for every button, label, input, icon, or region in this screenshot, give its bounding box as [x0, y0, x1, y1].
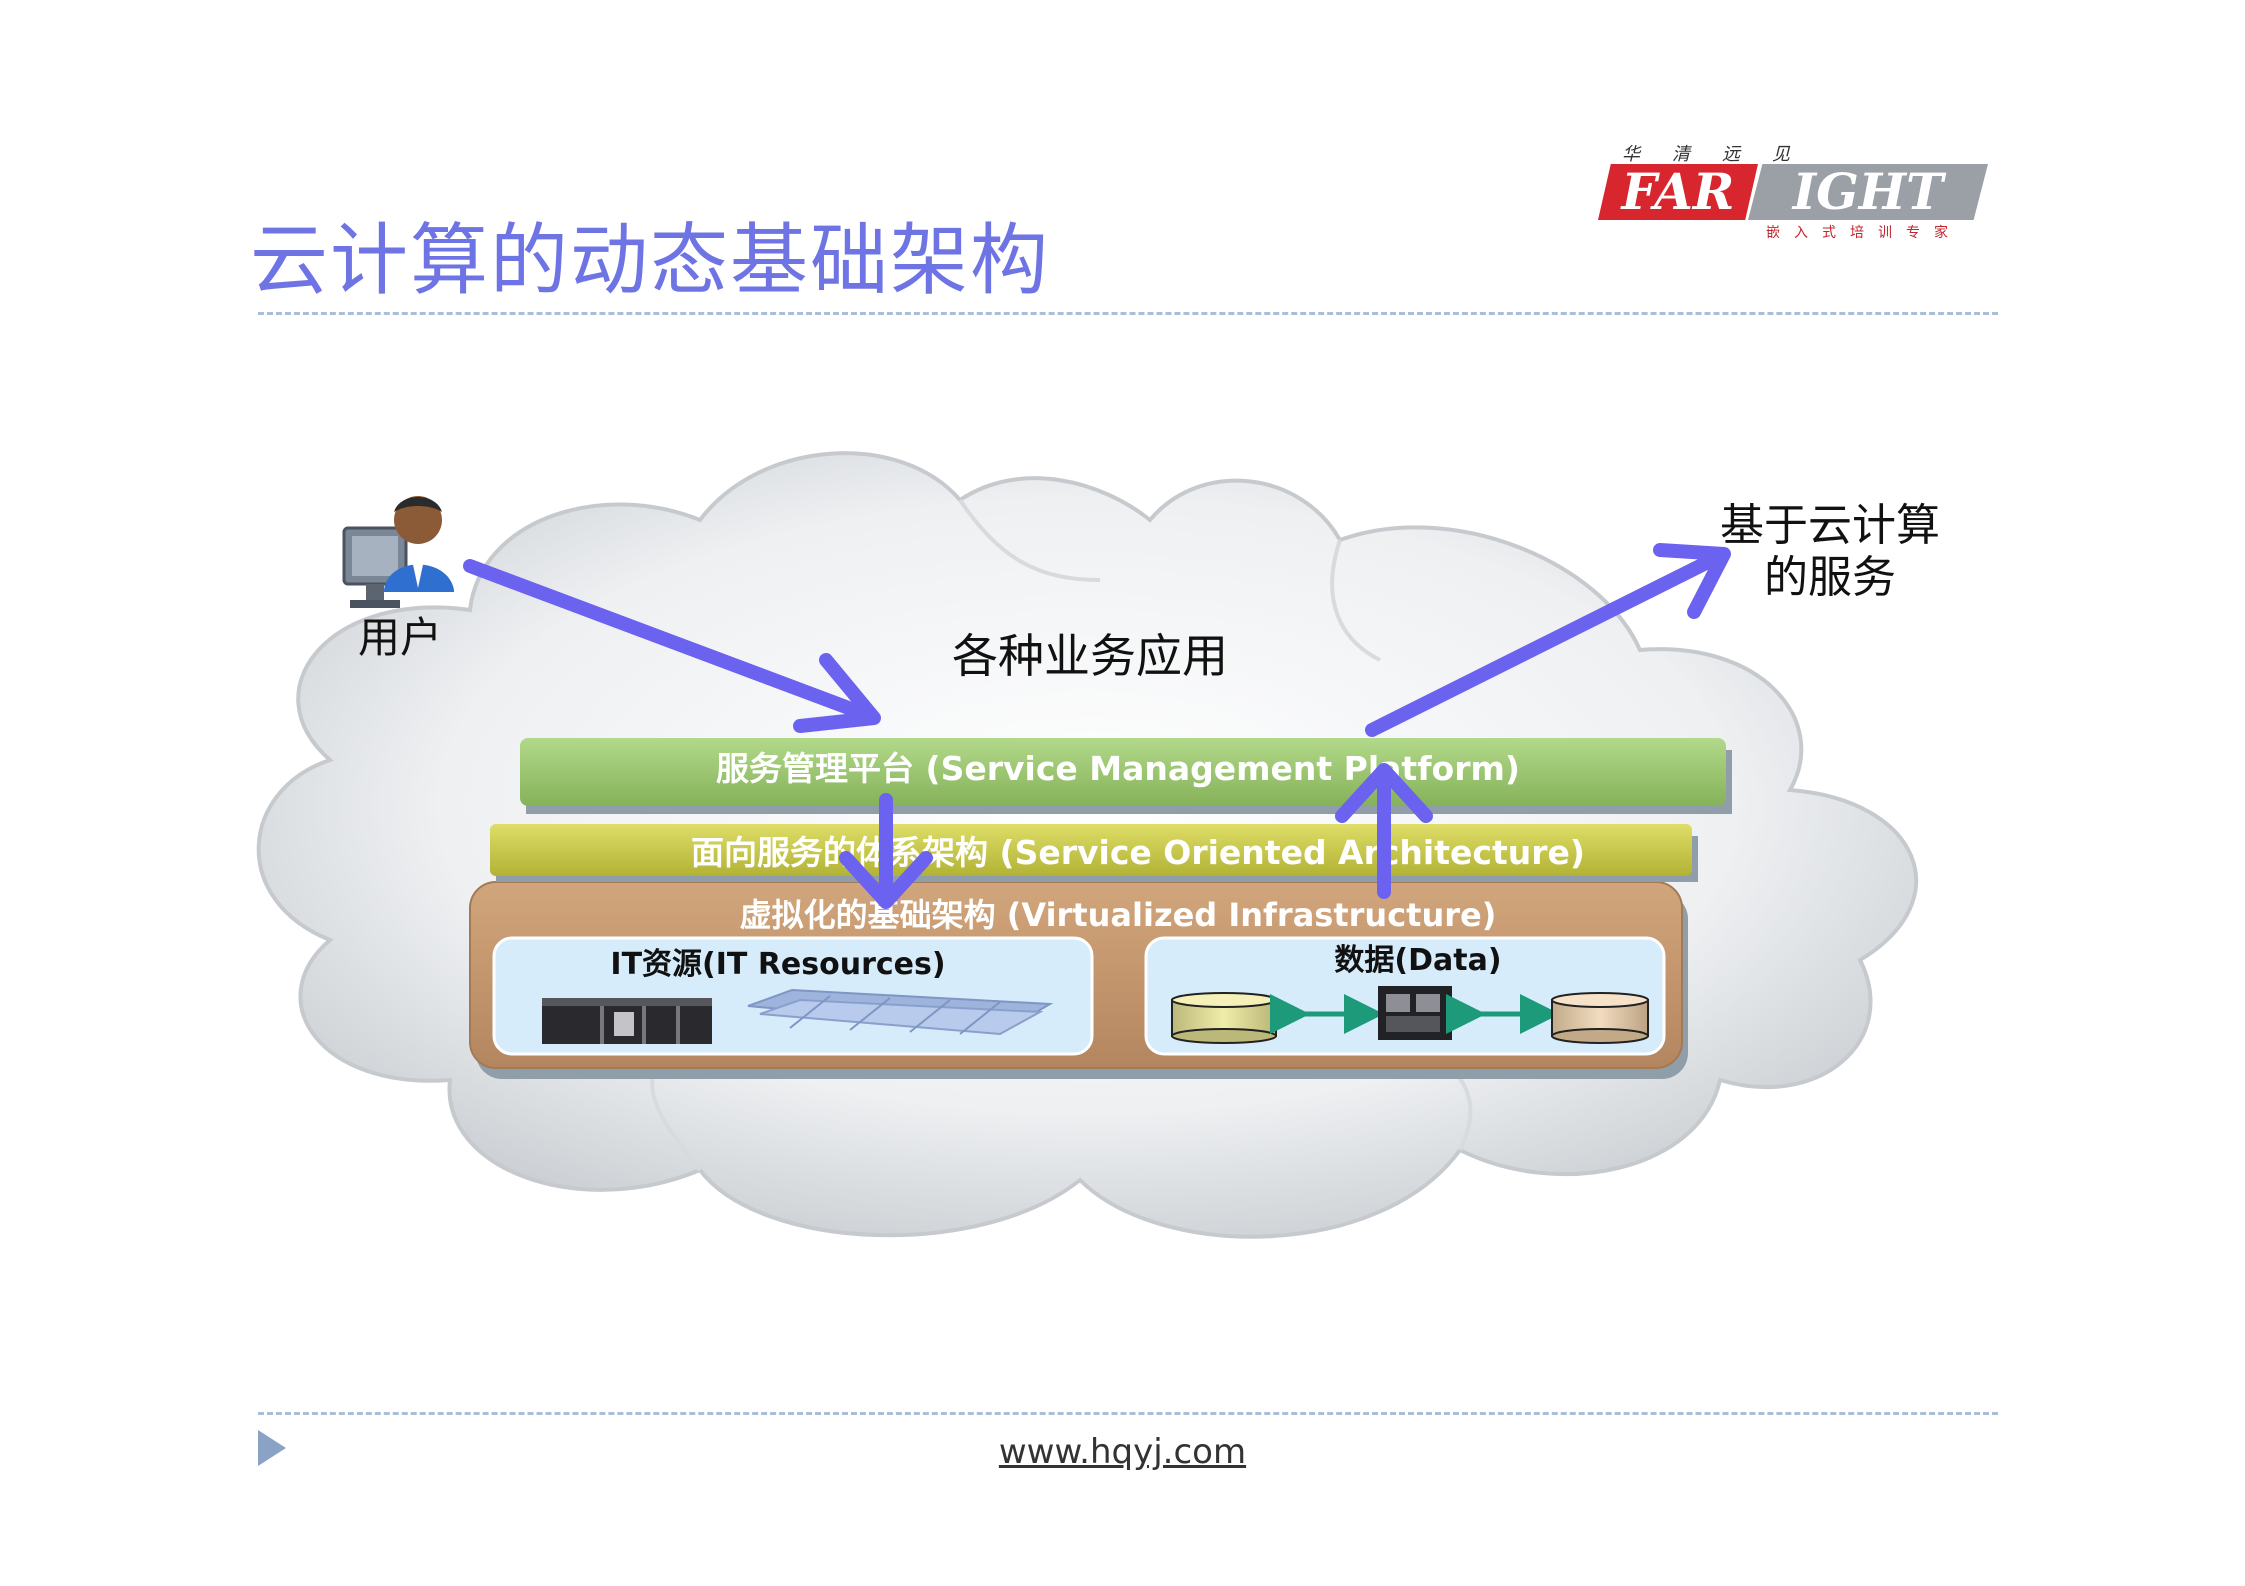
- business-apps-label: 各种业务应用: [952, 629, 1228, 683]
- cloud-service-label-line2: 的服务: [1764, 552, 1896, 603]
- logo-tagline: 嵌入式培训专家: [1766, 225, 1962, 241]
- up-arrowhead: [1335, 763, 1433, 823]
- logo-ight: IGHT: [1748, 164, 1988, 220]
- database-cylinder-left-icon: [1171, 992, 1277, 1044]
- data-label: 数据(Data): [1334, 943, 1501, 978]
- blade-grid-icon: [747, 988, 1054, 1036]
- cloud-service-label-line1: 基于云计算: [1720, 500, 1940, 551]
- server-rack-icon: [542, 998, 712, 1044]
- logo-top-chars: 华清远见: [1622, 144, 1822, 165]
- footer-triangle-icon: [258, 1430, 286, 1466]
- footer-link[interactable]: www.hqyj.com: [998, 1432, 1247, 1472]
- company-logo: 华清远见 FAR IGHT 嵌入式培训专家: [1598, 140, 1988, 242]
- logo-brand: FAR IGHT: [1598, 164, 1988, 220]
- user-request-arrowhead: [793, 653, 881, 733]
- user-computer-icon: [342, 496, 454, 608]
- database-cylinder-right-icon: [1551, 992, 1649, 1044]
- it-resources-label: IT资源(IT Resources): [610, 947, 945, 982]
- user-request-arrow: [463, 559, 877, 723]
- title-divider: [258, 312, 1998, 315]
- soa-layer: 面向服务的体系架构 (Service Oriented Architecture…: [490, 824, 1698, 882]
- soa-layer-label: 面向服务的体系架构 (Service Oriented Architecture…: [691, 833, 1585, 872]
- vi-layer-label: 虚拟化的基础架构 (Virtualized Infrastructure): [740, 896, 1497, 934]
- footer-divider: [258, 1412, 1998, 1415]
- user-label: 用户: [358, 613, 442, 662]
- service-management-platform-layer: 服务管理平台 (Service Management Platform): [520, 738, 1732, 814]
- service-output-arrow: [1365, 549, 1727, 737]
- down-arrowhead: [839, 851, 933, 909]
- service-output-arrowhead: [1653, 543, 1731, 619]
- virtualized-infrastructure-layer: 虚拟化的基础架构 (Virtualized Infrastructure) IT…: [469, 881, 1688, 1079]
- slide-title: 云计算的动态基础架构: [250, 216, 1051, 306]
- logo-far: FAR: [1598, 164, 1758, 220]
- storage-server-icon: [1378, 986, 1452, 1040]
- flow-arrows: [463, 543, 1731, 909]
